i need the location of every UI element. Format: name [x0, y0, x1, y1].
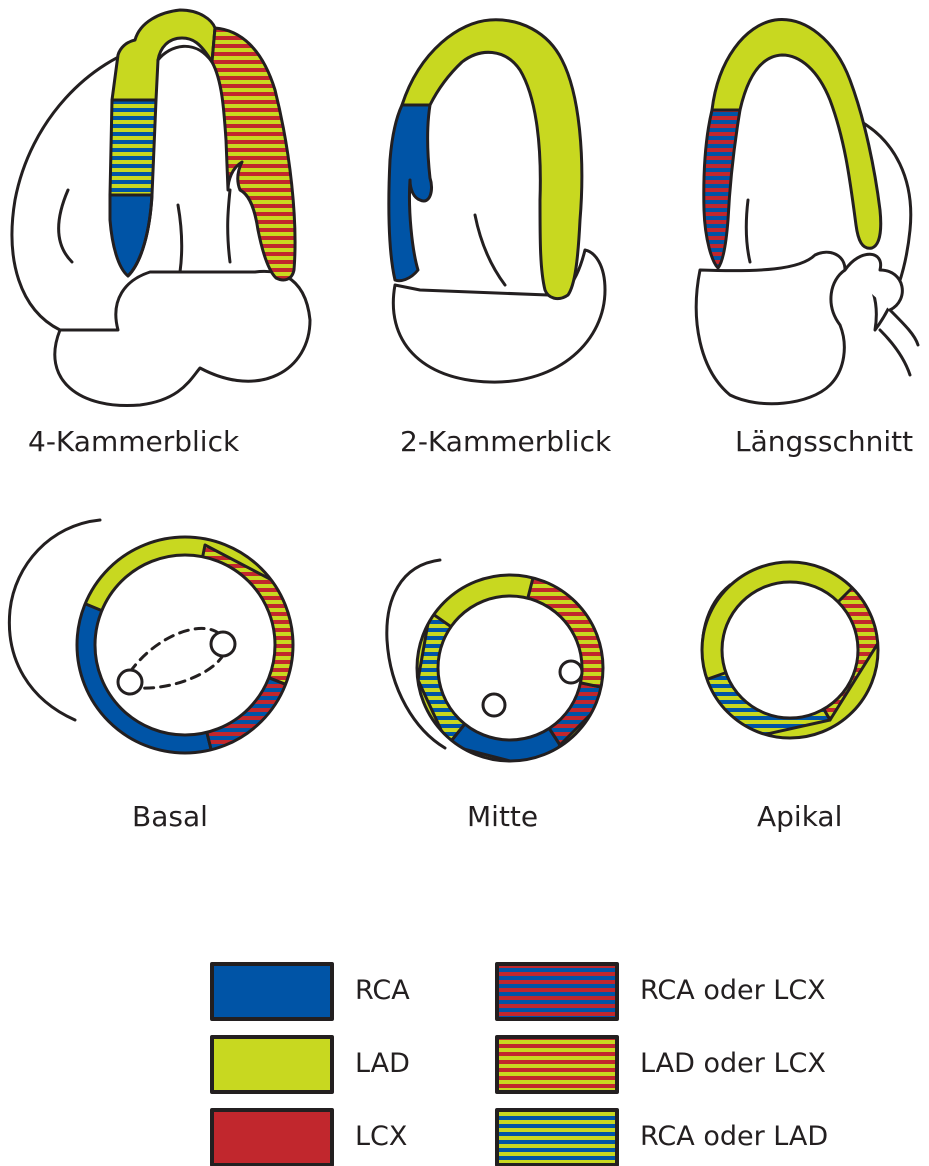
label-apical: Apikal — [757, 800, 842, 833]
mid-view — [387, 560, 615, 770]
basal-lumen — [95, 555, 275, 735]
label-long-axis: Längsschnitt — [735, 425, 913, 458]
label-basal: Basal — [132, 800, 208, 833]
legend-label-lad: LAD — [355, 1048, 410, 1079]
mitral-line-left — [178, 205, 182, 272]
lv-wall-rca — [389, 105, 432, 281]
left-ventricle-wall-rca-or-lad — [110, 100, 156, 195]
legend — [212, 964, 617, 1165]
mitral-line-right — [475, 215, 505, 285]
label-mid: Mitte — [467, 800, 538, 833]
legend-label-rca-or-lcx: RCA oder LCX — [640, 975, 826, 1006]
apical-view — [700, 560, 880, 740]
mid-papillary-left — [483, 694, 505, 716]
legend-swatch-rca-or-lcx — [497, 964, 617, 1019]
atrium-outline — [696, 252, 845, 403]
mitral-line-right — [228, 190, 230, 262]
lv-wall-rca-or-lcx — [704, 110, 740, 268]
four-chamber-view — [12, 10, 310, 406]
basal-view — [9, 520, 320, 780]
long-axis-view — [696, 20, 918, 404]
legend-swatch-lad-or-lcx — [497, 1037, 617, 1092]
mid-papillary-right — [560, 661, 582, 683]
legend-label-rca: RCA — [355, 975, 410, 1006]
label-two-chamber: 2-Kammerblick — [400, 425, 611, 458]
legend-label-rca-or-lad: RCA oder LAD — [640, 1121, 828, 1152]
apical-lumen — [722, 582, 858, 718]
basal-papillary-right — [211, 632, 235, 656]
aorta-lines — [880, 310, 918, 375]
legend-swatch-lad — [212, 1037, 332, 1092]
two-chamber-view — [389, 20, 605, 382]
legend-swatch-lcx — [212, 1110, 332, 1165]
label-four-chamber: 4-Kammerblick — [28, 425, 239, 458]
legend-swatch-rca — [212, 964, 332, 1019]
legend-label-lad-or-lcx: LAD oder LCX — [640, 1048, 826, 1079]
mitral-line-left — [746, 200, 750, 262]
left-ventricle-wall-lad-or-lcx — [212, 28, 295, 280]
basal-papillary-left — [118, 670, 142, 694]
legend-label-lcx: LCX — [355, 1121, 407, 1152]
legend-swatch-rca-or-lad — [497, 1110, 617, 1165]
